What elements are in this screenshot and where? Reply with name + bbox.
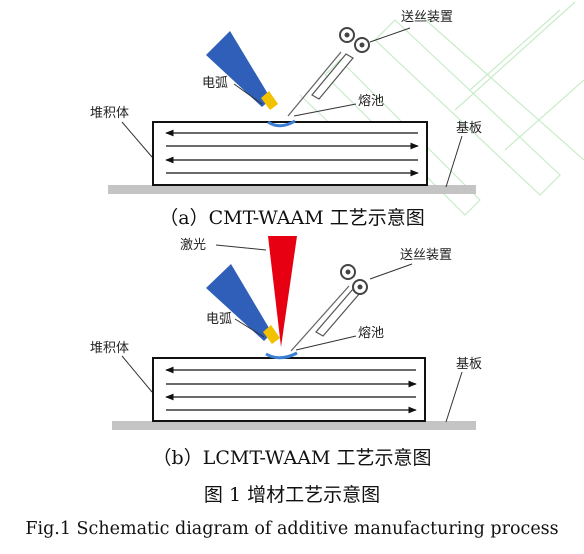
deposit-block <box>152 121 428 186</box>
substrate-plate <box>108 185 476 194</box>
torch-tip <box>263 325 280 344</box>
watermark <box>299 1 584 216</box>
melt-pool <box>265 351 298 360</box>
panel-a: 送丝装置 电弧 熔池 堆积体 基板 <box>90 10 482 194</box>
feed-roller-hub <box>359 42 365 48</box>
scan-path-arrows <box>165 366 417 414</box>
label-arc: 电弧 <box>202 76 228 91</box>
figure-caption-english: Fig.1 Schematic diagram of additive manu… <box>25 519 559 539</box>
caption-panel-a: （a）CMT-WAAM 工艺示意图 <box>159 207 425 229</box>
label-feeder: 送丝装置 <box>400 248 452 263</box>
label-laser: 激光 <box>180 238 206 253</box>
wire-guide <box>315 288 361 337</box>
scan-path-arrows <box>165 129 419 177</box>
welding-torch <box>206 31 271 107</box>
caption-panel-b: （b）LCMT-WAAM 工艺示意图 <box>152 447 432 469</box>
label-substrate: 基板 <box>456 121 482 136</box>
filler-wire <box>287 51 342 117</box>
label-deposit: 堆积体 <box>90 341 129 356</box>
melt-pool <box>267 119 296 128</box>
filler-wire <box>290 285 350 352</box>
label-pool: 熔池 <box>358 94 384 109</box>
feed-roller-hub <box>357 284 363 290</box>
laser-beam <box>268 236 297 347</box>
label-arc: 电弧 <box>206 312 232 327</box>
wire-guide <box>311 53 354 100</box>
welding-torch <box>206 264 272 341</box>
leader-lines <box>121 27 463 188</box>
label-pool: 熔池 <box>358 326 384 341</box>
leader-lines <box>121 244 463 423</box>
substrate-plate <box>112 421 476 430</box>
torch-tip <box>261 91 278 110</box>
label-deposit: 堆积体 <box>90 106 129 121</box>
wire-feeder <box>287 27 370 117</box>
deposit-block <box>152 357 426 422</box>
feed-roller-hub <box>345 269 351 275</box>
label-feeder: 送丝装置 <box>401 10 453 25</box>
figure-caption: 图 1 增材工艺示意图 <box>203 484 381 506</box>
label-substrate: 基板 <box>456 357 482 372</box>
feed-roller-hub <box>344 32 350 38</box>
wire-feeder <box>290 264 368 352</box>
panel-b: 激光 送丝装置 电弧 熔池 堆积体 基板 <box>90 236 482 430</box>
